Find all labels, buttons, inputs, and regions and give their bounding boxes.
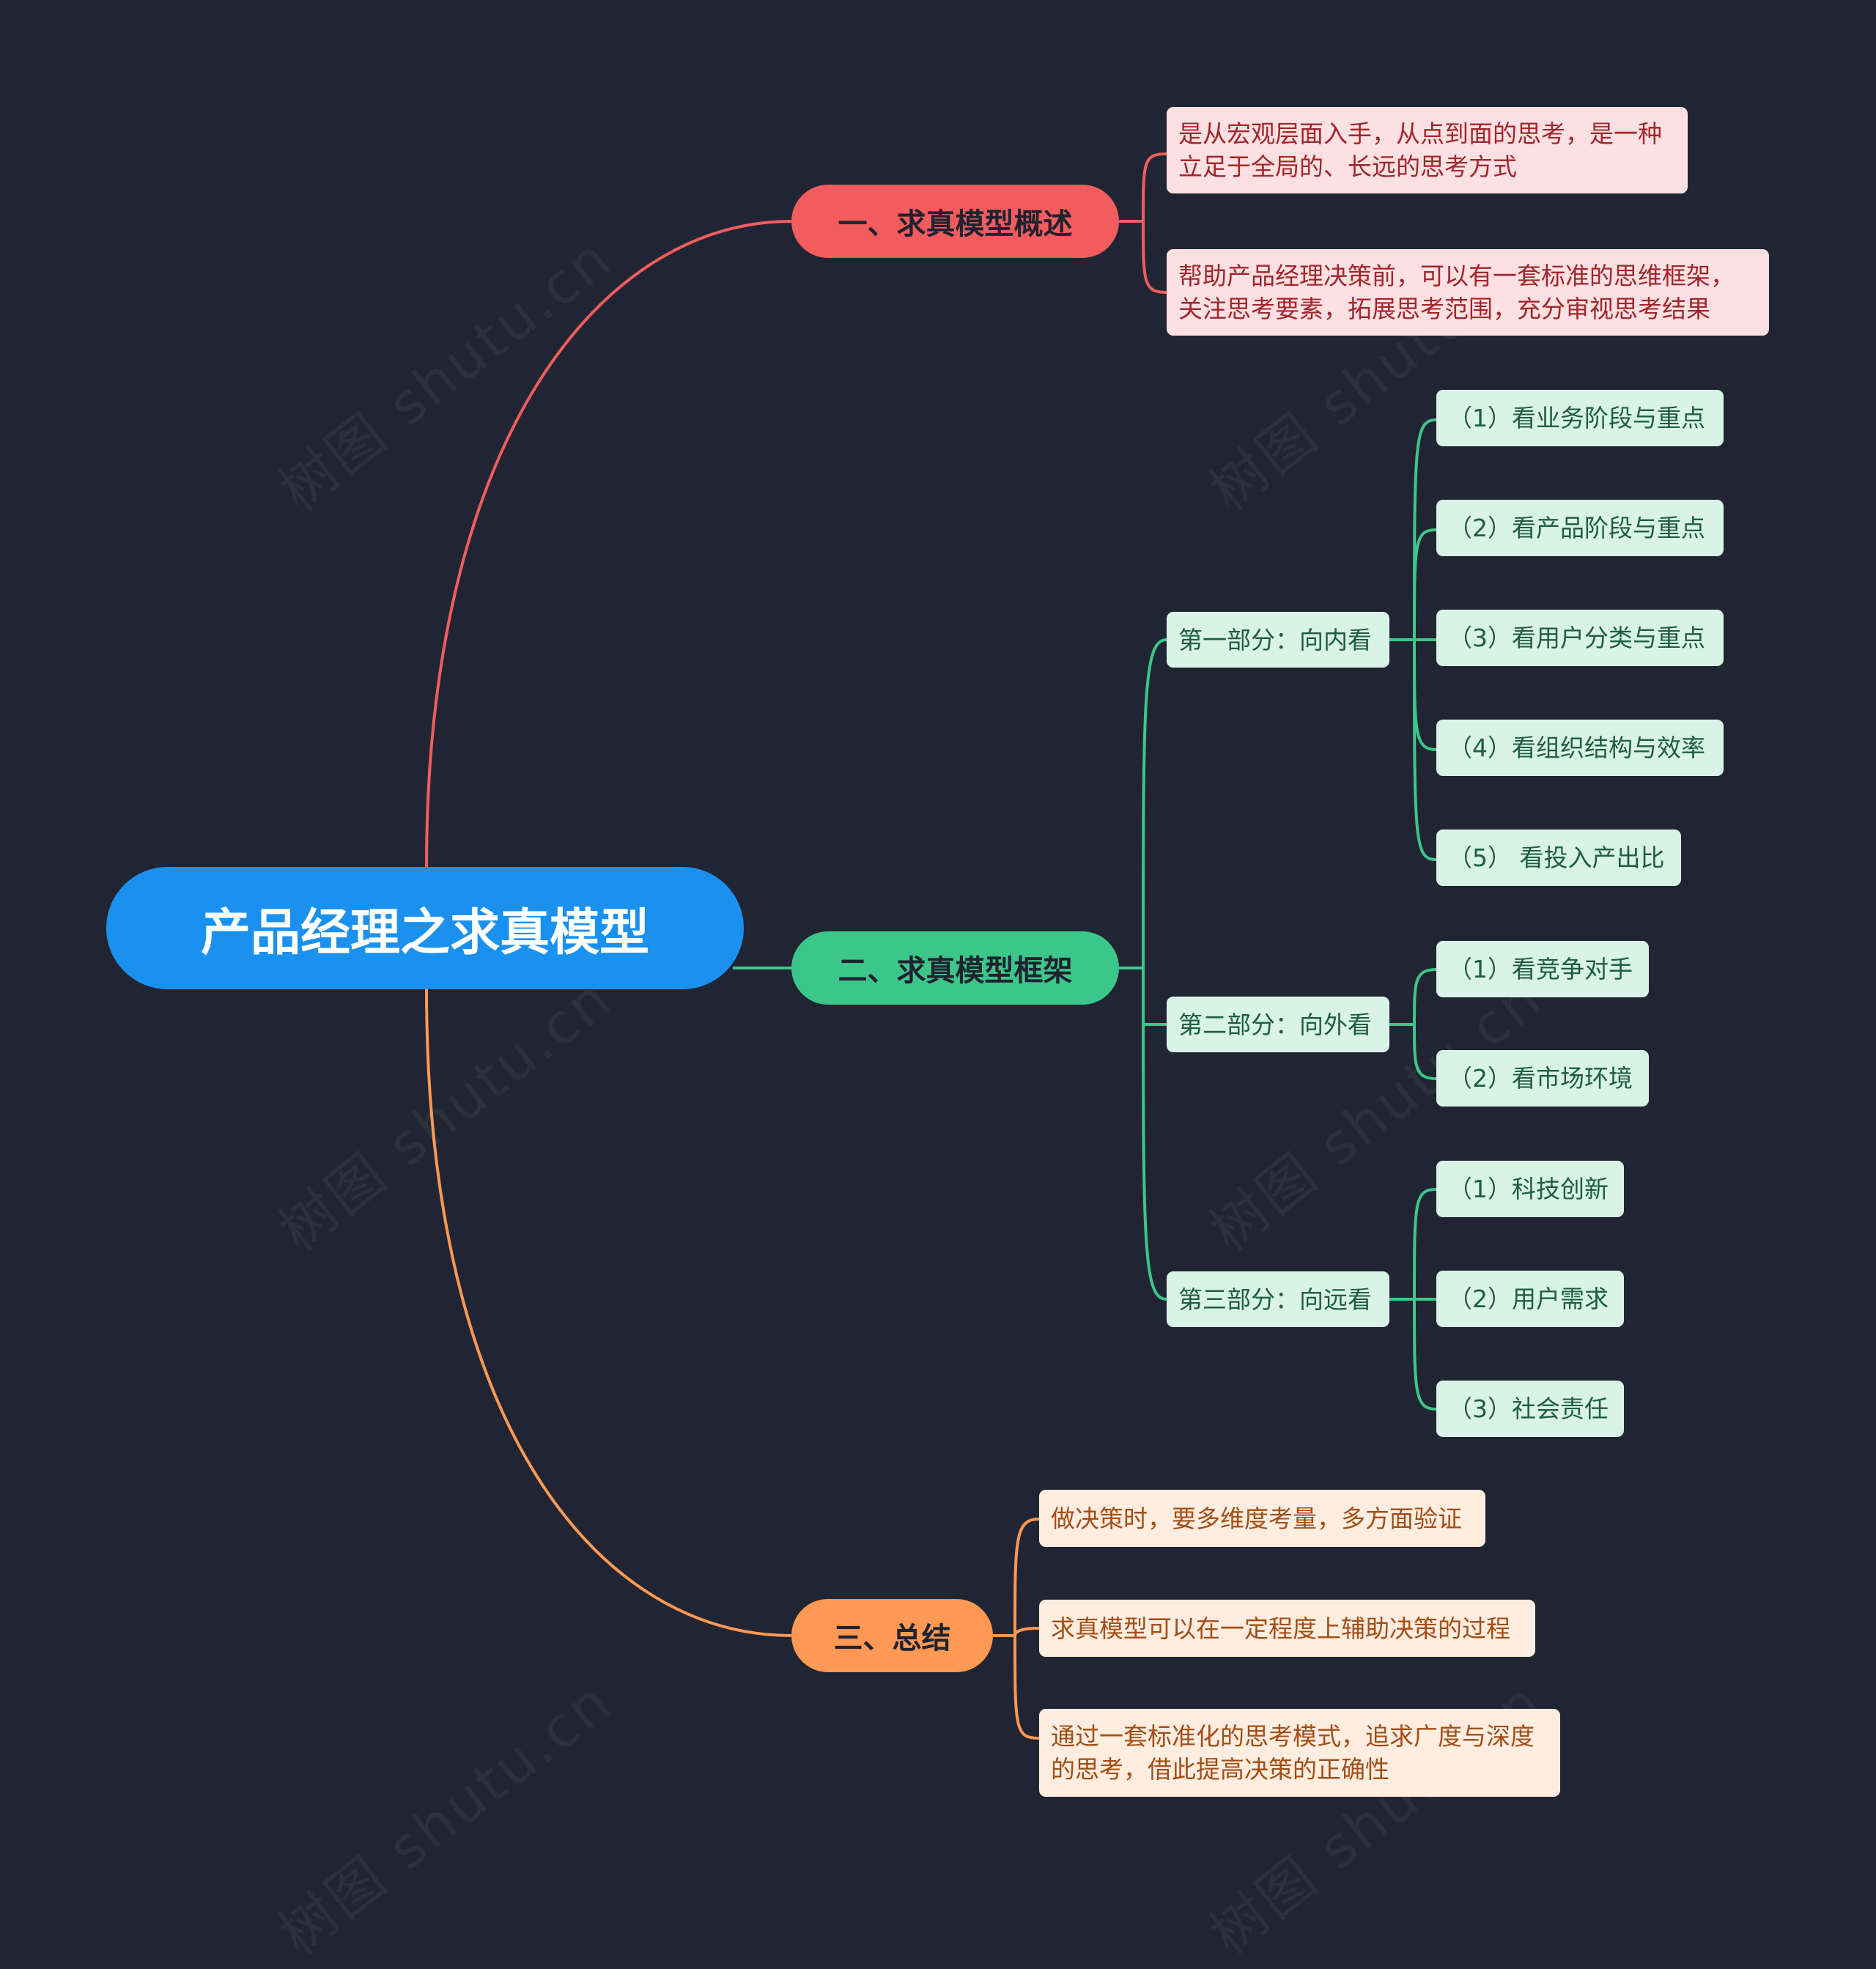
part-1-item-label: （4）看组织结构与效率: [1448, 734, 1705, 762]
summary-item[interactable]: 求真模型可以在一定程度上辅助决策的过程: [1039, 1600, 1535, 1657]
summary-item[interactable]: 做决策时，要多维度考量，多方面验证: [1039, 1490, 1485, 1547]
summary-item[interactable]: 通过一套标准化的思考模式，追求广度与深度 的思考，借此提高决策的正确性: [1039, 1709, 1560, 1797]
framework-part-2[interactable]: 第二部分：向外看: [1167, 997, 1389, 1052]
part-3-item-label: （3）社会责任: [1448, 1394, 1609, 1423]
part-1-item[interactable]: （2）看产品阶段与重点: [1436, 500, 1724, 556]
part-1-item-label: （5） 看投入产出比: [1448, 843, 1665, 872]
part-3-item[interactable]: （3）社会责任: [1436, 1381, 1624, 1437]
framework-part-3-label: 第三部分：向远看: [1178, 1285, 1372, 1314]
branch-overview[interactable]: 一、求真模型概述: [791, 185, 1119, 258]
part-2-item[interactable]: （1）看竞争对手: [1436, 941, 1649, 997]
mind-map-canvas: 树图 shutu.cn 树图 shutu.cn 树图 shutu.cn 树图 s…: [106, 107, 1769, 1967]
framework-part-1[interactable]: 第一部分：向内看: [1167, 612, 1389, 668]
branch-overview-label: 一、求真模型概述: [838, 207, 1073, 241]
part-1-item[interactable]: （1）看业务阶段与重点: [1436, 390, 1724, 446]
part-2-item[interactable]: （2）看市场环境: [1436, 1050, 1649, 1107]
branch-framework-label: 二、求真模型框架: [838, 954, 1073, 988]
overview-item-2-line-2: 关注思考要素，拓展思考范围，充分审视思考结果: [1178, 295, 1710, 323]
connector-framework-parts: [1119, 638, 1167, 1301]
branch-summary[interactable]: 三、总结: [791, 1599, 993, 1672]
root-title: 产品经理之求真模型: [200, 904, 649, 962]
part-3-item[interactable]: （2）用户需求: [1436, 1271, 1624, 1327]
overview-item-1[interactable]: 是从宏观层面入手，从点到面的思考，是一种 立足于全局的、长远的思考方式: [1167, 107, 1688, 193]
part-1-item-label: （1）看业务阶段与重点: [1448, 404, 1705, 432]
root-topic[interactable]: 产品经理之求真模型: [106, 867, 744, 989]
framework-part-2-label: 第二部分：向外看: [1178, 1010, 1372, 1039]
connector-root-overview: [425, 220, 792, 868]
overview-item-1-line-1: 是从宏观层面入手，从点到面的思考，是一种: [1178, 119, 1662, 148]
connector-lines: [425, 152, 1437, 1740]
part-3-item-label: （1）科技创新: [1448, 1175, 1609, 1203]
branch-framework[interactable]: 二、求真模型框架: [791, 931, 1119, 1005]
part-3-item-label: （2）用户需求: [1448, 1285, 1609, 1313]
part-1-item[interactable]: （3）看用户分类与重点: [1436, 610, 1724, 666]
part-3-item[interactable]: （1）科技创新: [1436, 1161, 1624, 1217]
summary-item-line: 的思考，借此提高决策的正确性: [1051, 1755, 1389, 1784]
part-1-item-label: （2）看产品阶段与重点: [1448, 514, 1705, 542]
summary-item-line: 求真模型可以在一定程度上辅助决策的过程: [1051, 1614, 1510, 1643]
part-1-item-label: （3）看用户分类与重点: [1448, 624, 1705, 652]
framework-part-1-label: 第一部分：向内看: [1178, 625, 1372, 654]
part-2-item-label: （1）看竞争对手: [1448, 955, 1633, 983]
overview-item-2-line-1: 帮助产品经理决策前，可以有一套标准的思维框架，: [1178, 262, 1735, 290]
part-1-item[interactable]: （4）看组织结构与效率: [1436, 720, 1724, 776]
branch-summary-label: 三、总结: [833, 1622, 951, 1655]
part-1-item[interactable]: （5） 看投入产出比: [1436, 830, 1681, 886]
summary-item-line: 做决策时，要多维度考量，多方面验证: [1051, 1504, 1462, 1533]
summary-item-line: 通过一套标准化的思考模式，追求广度与深度: [1051, 1722, 1535, 1751]
connector-part1-items: [1389, 418, 1437, 861]
connector-overview-children: [1119, 152, 1167, 294]
connector-root-summary: [425, 989, 792, 1637]
connector-part3-items: [1389, 1188, 1437, 1411]
overview-item-1-line-2: 立足于全局的、长远的思考方式: [1178, 152, 1517, 181]
part-2-item-label: （2）看市场环境: [1448, 1064, 1633, 1093]
overview-item-2[interactable]: 帮助产品经理决策前，可以有一套标准的思维框架， 关注思考要素，拓展思考范围，充分…: [1167, 249, 1769, 336]
framework-part-3[interactable]: 第三部分：向远看: [1167, 1271, 1389, 1327]
connector-part2-items: [1389, 968, 1437, 1080]
connector-summary-children: [993, 1518, 1040, 1740]
